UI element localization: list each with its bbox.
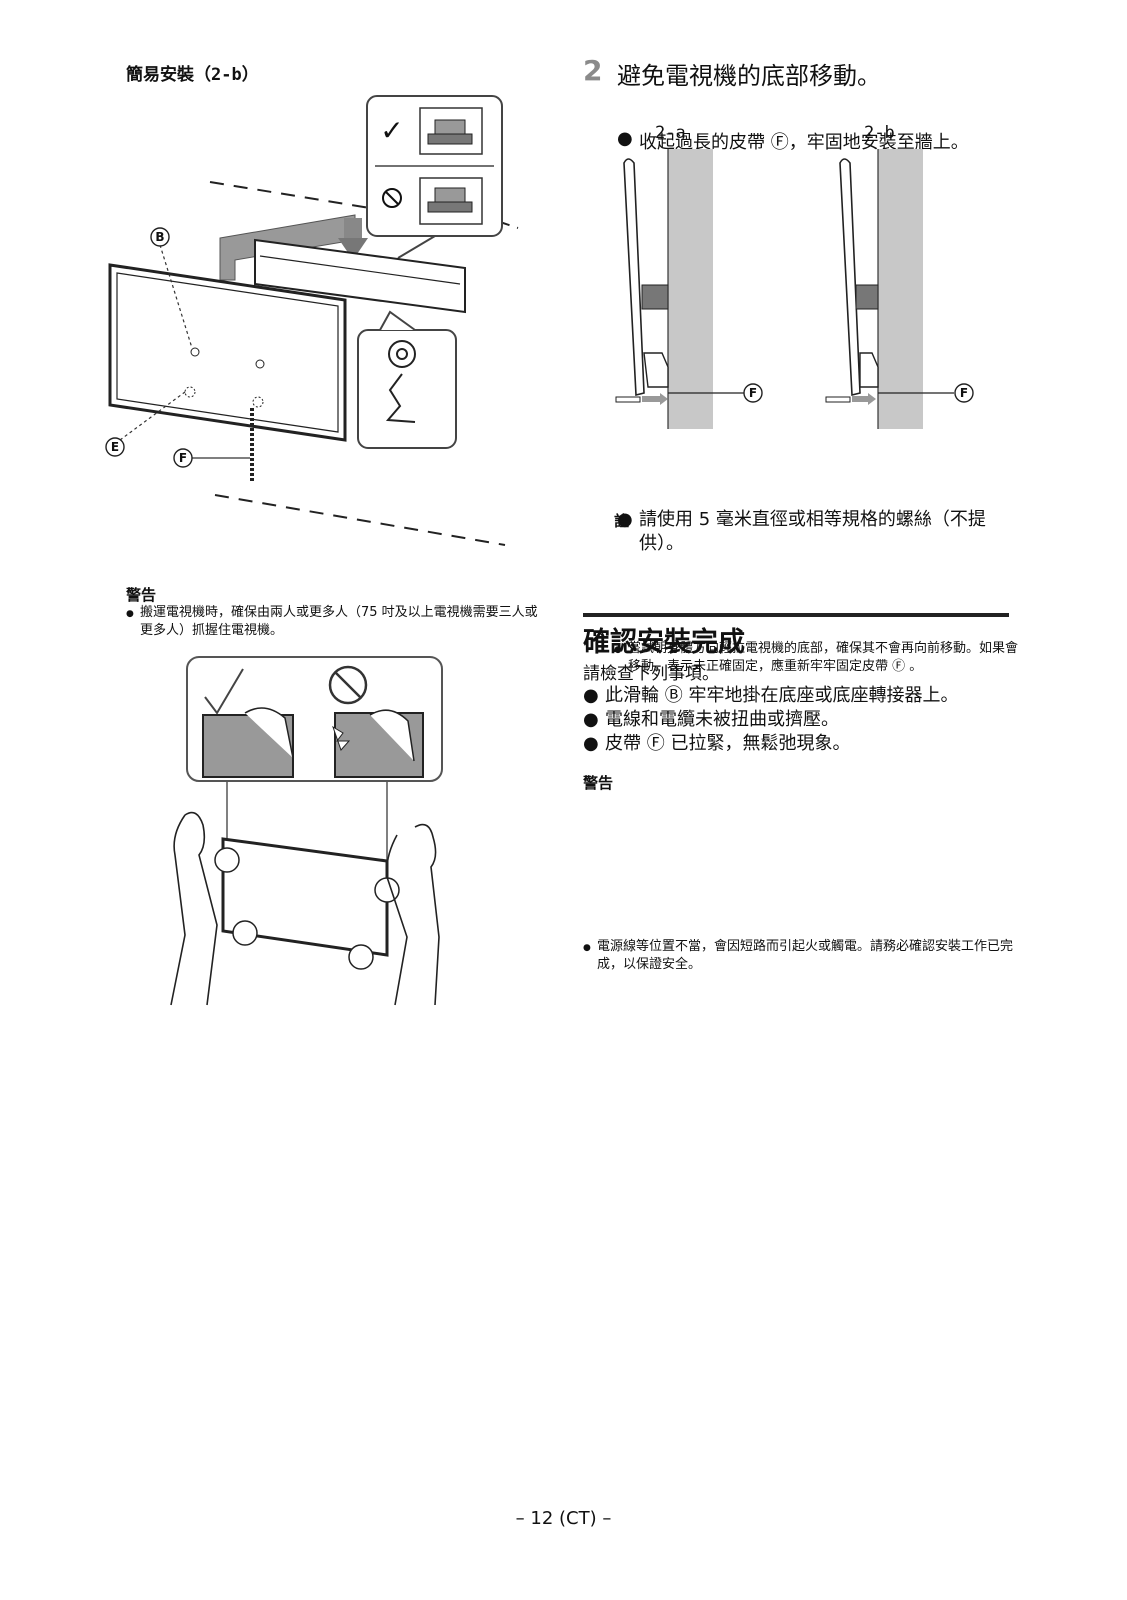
page-number: – 12 (CT) – bbox=[515, 1508, 612, 1529]
list-item: 此滑輪 Ⓑ 牢牢地掛在底座或底座轉接器上。 bbox=[583, 684, 1013, 708]
confirm-list: 此滑輪 Ⓑ 牢牢地掛在底座或底座轉接器上。 電線和電纜未被扭曲或擠壓。 皮帶 Ⓕ… bbox=[583, 684, 1013, 756]
warning-heading: 警告 bbox=[126, 586, 157, 604]
list-item: 電線和電纜未被扭曲或擠壓。 bbox=[583, 708, 1013, 732]
section-divider bbox=[583, 613, 1009, 617]
check-icon: ✓ bbox=[380, 114, 403, 147]
carrying-tv-illustration bbox=[170, 656, 443, 1006]
prohibited-icon bbox=[328, 665, 368, 705]
step-title: 避免電視機的底部移動。 bbox=[617, 62, 881, 90]
callout-f-2a: F bbox=[749, 386, 757, 400]
warning2-item: 電源線等位置不當，會因短路而引起火或觸電。請務必確認安裝工作已完成，以保證安全。 bbox=[583, 938, 1017, 974]
note-item: 嘗試朝身體方向輕拉電視機的底部，確保其不會再向前移動。如果會移動，表示未正確固定… bbox=[614, 640, 1020, 676]
confirm-title: 確認安裝完成 bbox=[583, 627, 745, 658]
section-title: 簡易安裝（2-b） bbox=[126, 65, 259, 85]
prohibited-icon bbox=[382, 188, 402, 208]
note-heading: 註 bbox=[614, 512, 630, 530]
callout-f-2b: F bbox=[960, 386, 968, 400]
wall-bracket-diagram: ✓ B E F bbox=[105, 95, 519, 546]
screw-bullet: 請使用 5 毫米直徑或相等規格的螺絲（不提供）。 bbox=[617, 508, 1027, 556]
callout-e: E bbox=[111, 440, 119, 454]
figure-label-2a: 2-a bbox=[655, 123, 686, 143]
step-bullet: 收起過長的皮帶 Ⓕ，牢固地安裝至牆上。 bbox=[617, 128, 1039, 154]
callout-f: F bbox=[179, 451, 187, 465]
warning-item: 搬運電視機時，確保由兩人或更多人（75 吋及以上電視機需要三人或更多人）抓握住電… bbox=[126, 604, 540, 640]
warning2-heading: 警告 bbox=[583, 774, 614, 792]
figure-label-2b: 2-b bbox=[864, 123, 895, 143]
tv-side-view-diagram: F F bbox=[615, 149, 974, 429]
list-item: 皮帶 Ⓕ 已拉緊，無鬆弛現象。 bbox=[583, 732, 1013, 756]
step-number: 2 bbox=[583, 54, 603, 87]
callout-b: B bbox=[155, 230, 164, 244]
confirm-intro: 請檢查下列事項。 bbox=[583, 664, 719, 684]
